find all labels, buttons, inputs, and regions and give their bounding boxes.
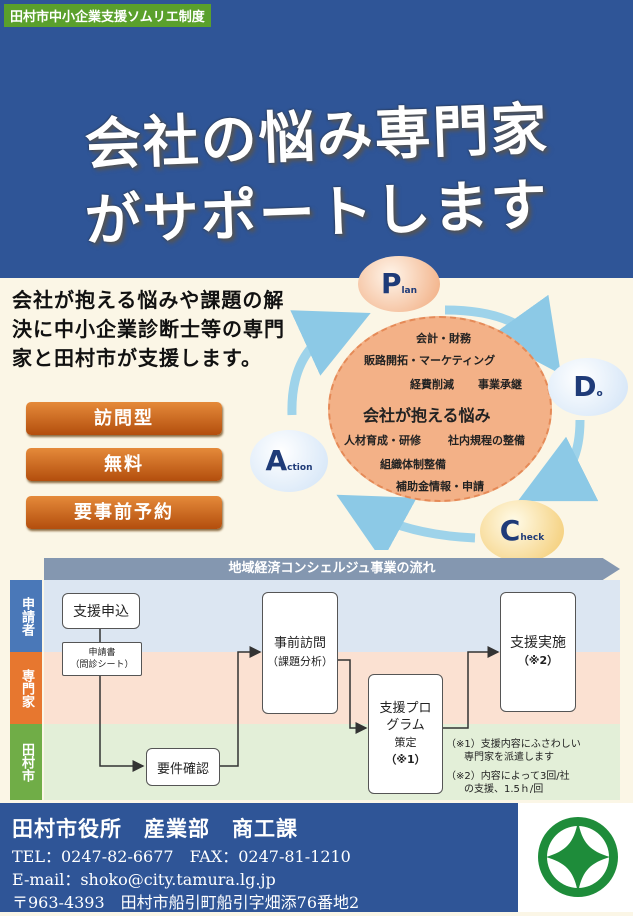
arrow-do-check <box>517 419 599 502</box>
concern-item: 人材育成・研修 <box>344 434 421 447</box>
concerns-circle: 会計・財務 販路開拓・マーケティング 経費削減 事業承継 会社が抱える悩み 人材… <box>328 316 552 502</box>
arrow-check-action <box>336 494 476 550</box>
tel-fax: TEL：0247-82-6677 FAX：0247-81-1210 <box>12 847 351 866</box>
intro-text: 会社が抱える悩みや課題の解決に中小企業診断士等の専門家と田村市が支援します。 <box>12 288 285 370</box>
arrow-plan-do <box>444 294 561 375</box>
flow-title: 地域経済コンシェルジュ事業の流れ <box>44 558 620 580</box>
city-emblem-area <box>518 803 633 912</box>
phase-plan: Plan <box>358 256 440 312</box>
address: 〒963-4393 田村市船引町船引字畑添76番地2 <box>12 893 360 912</box>
step-confirm: 要件確認 <box>146 748 220 786</box>
program-badge: 田村市中小企業支援ソムリエ制度 <box>4 4 211 27</box>
note-2: （※2）内容によって3回/社の支援、1.5ｈ/回 <box>446 771 570 795</box>
concern-item: 販路開拓・マーケティング <box>364 354 496 367</box>
concern-item: 補助金情報・申請 <box>396 480 484 493</box>
step-apply: 支援申込 <box>62 593 140 629</box>
concern-item: 経費削減 <box>410 378 454 391</box>
phase-action: Action <box>250 430 328 492</box>
tag-visit: 訪問型 <box>26 402 222 435</box>
arrow-action-plan <box>287 310 371 416</box>
concern-item: 社内規程の整備 <box>448 434 525 447</box>
concern-item: 会計・財務 <box>416 332 471 345</box>
phase-do: Do <box>548 358 628 416</box>
contact-footer: 田村市役所 産業部 商工課 TEL：0247-82-6677 FAX：0247-… <box>0 803 518 912</box>
header-banner <box>0 0 633 278</box>
tag-free: 無料 <box>26 448 222 481</box>
step-program: 支援プログラム策定（※1） <box>368 674 443 794</box>
step-pre-visit: 事前訪問（課題分析） <box>262 592 338 714</box>
tag-reservation: 要事前予約 <box>26 496 222 529</box>
email-link[interactable]: E-mail：shoko@city.tamura.lg.jp <box>12 870 276 889</box>
phase-check: Check <box>480 500 564 562</box>
note-1: （※1）支援内容にふさわしい専門家を派遣します <box>446 739 581 763</box>
concern-item: 事業承継 <box>478 378 522 391</box>
row-label-city: 田村市 <box>10 724 42 800</box>
center-title: 会社が抱える悩み <box>363 406 491 425</box>
row-label-expert: 専門家 <box>10 652 42 724</box>
city-emblem-icon <box>538 817 618 897</box>
concern-item: 組織体制整備 <box>380 458 446 471</box>
doc-application-form: 申請書（問診シート） <box>62 642 142 676</box>
cycle-arrows <box>287 294 599 550</box>
org-name: 田村市役所 産業部 商工課 <box>12 817 298 841</box>
row-label-applicant: 申請者 <box>10 580 42 652</box>
step-execute: 支援実施（※2） <box>500 592 576 712</box>
